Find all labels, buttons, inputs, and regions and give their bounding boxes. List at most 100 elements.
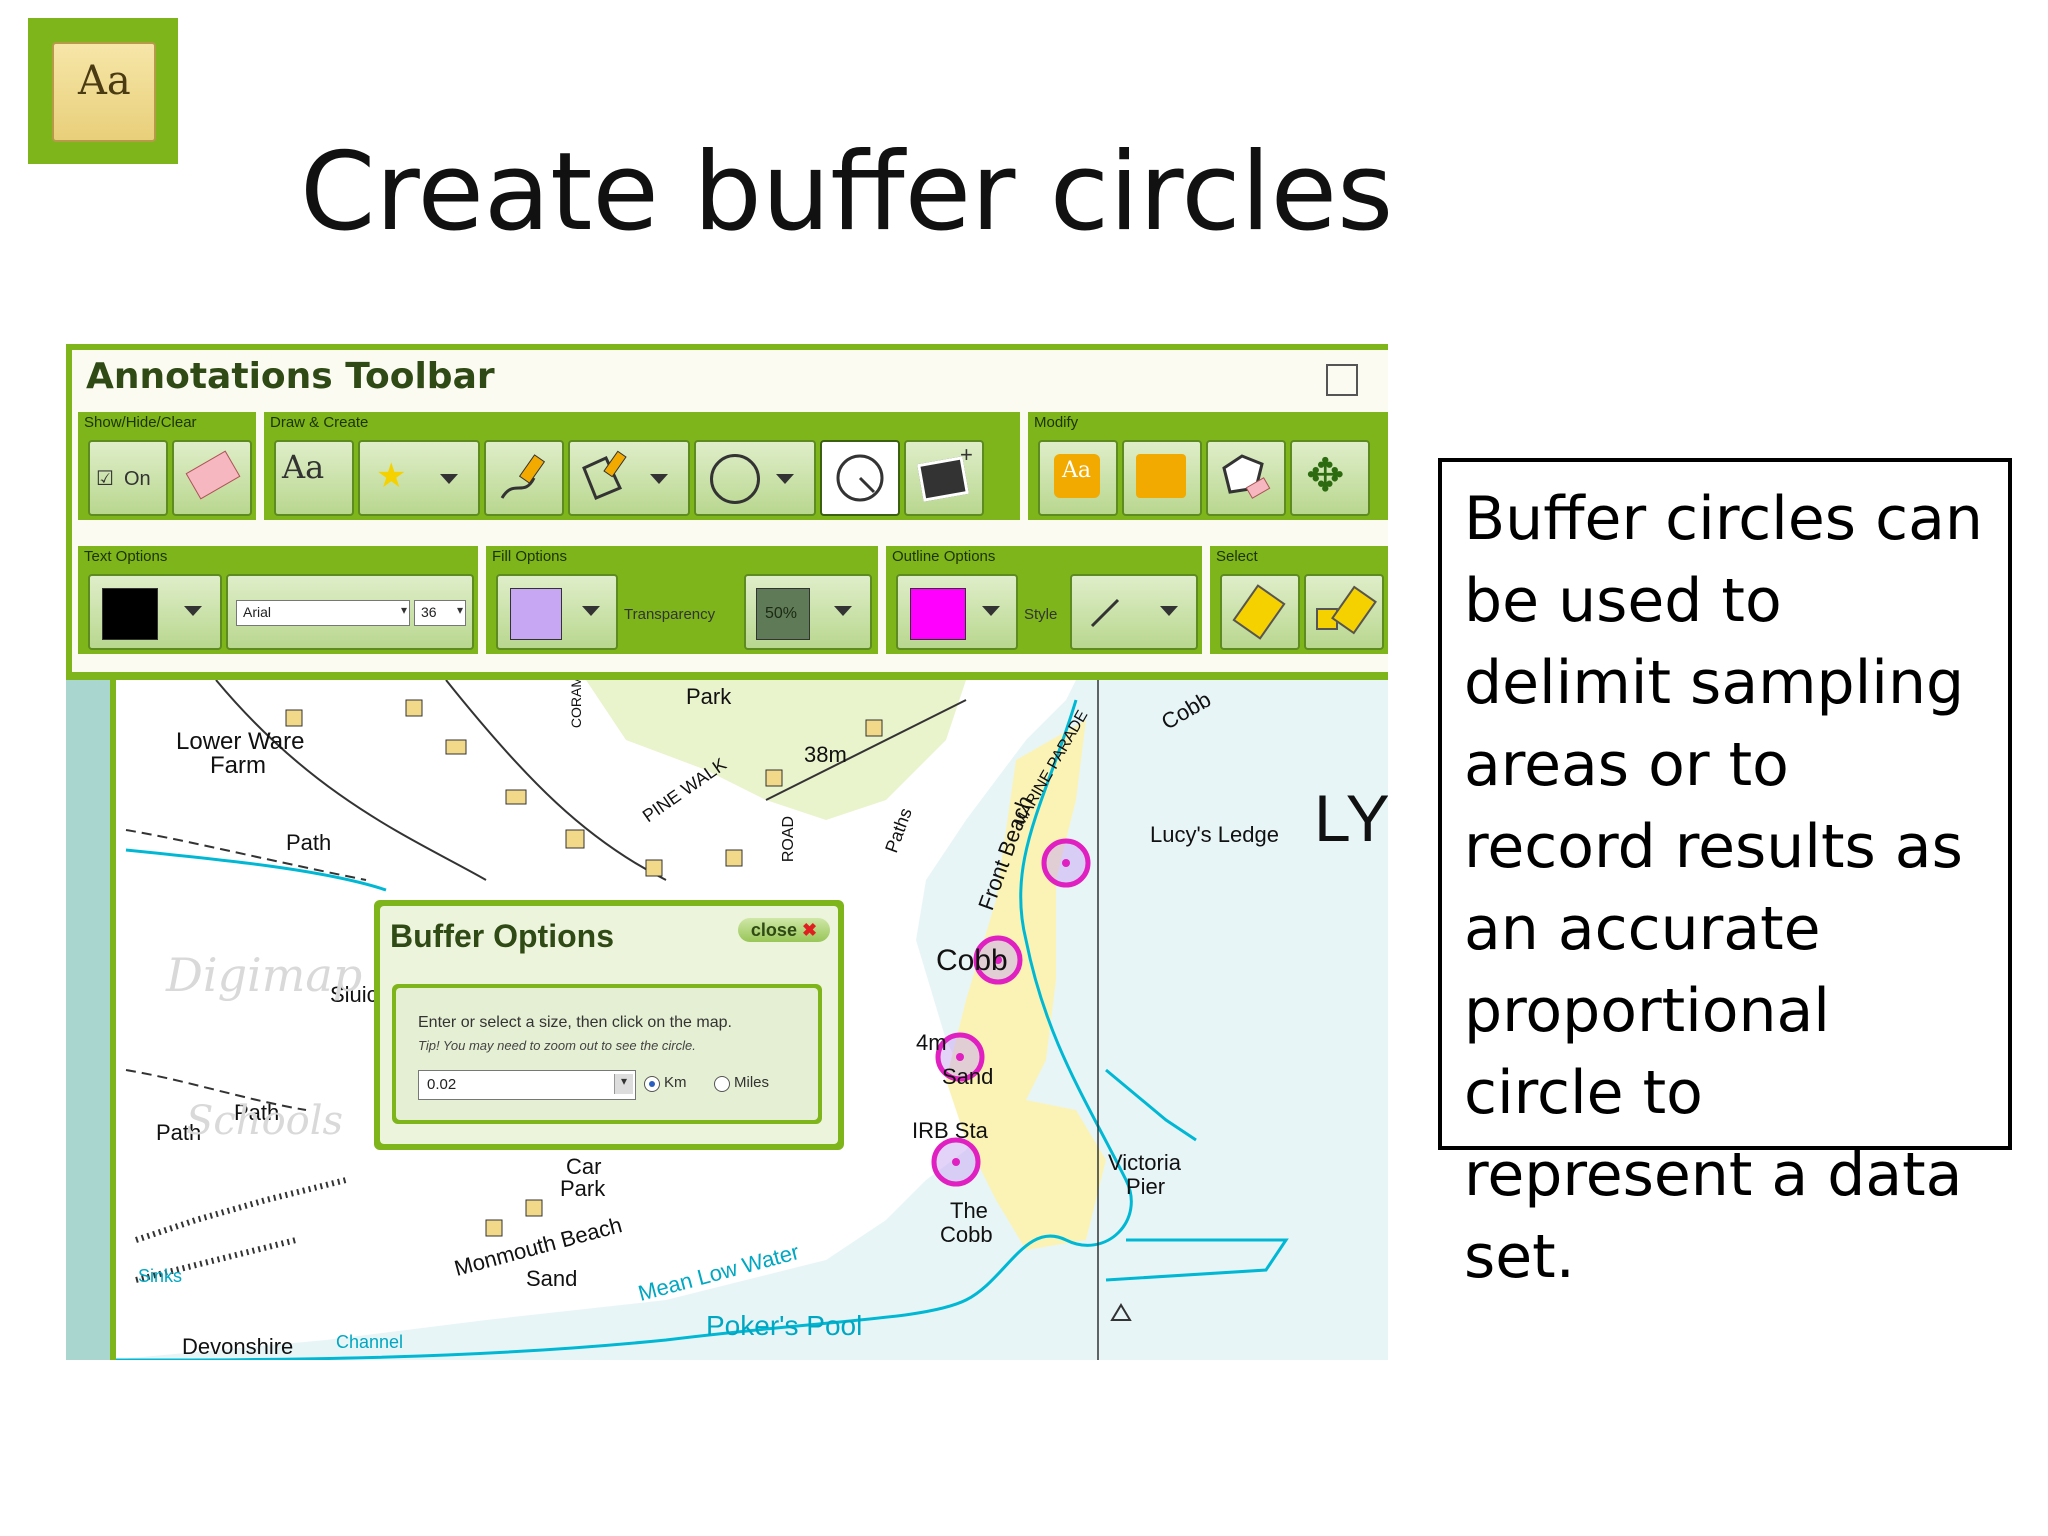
chevron-down-icon [1160, 606, 1178, 616]
description-text: Buffer circles can be used to delimit sa… [1464, 484, 1983, 1292]
draw-circle-button[interactable] [694, 440, 816, 516]
radio-selected-dot [649, 1081, 655, 1087]
fill-color-picker[interactable] [496, 574, 618, 650]
instruction-text: Enter or select a size, then click on th… [418, 1014, 732, 1031]
map-label-cobb: Cobb [940, 1222, 993, 1247]
dock-icon[interactable] [1326, 364, 1358, 396]
highlighter-icon [1232, 584, 1286, 640]
toolbar-title: Annotations Toolbar [86, 356, 495, 397]
map-label-lucys-ledge: Lucy's Ledge [1150, 822, 1279, 847]
transparency-select[interactable]: 50% [744, 574, 872, 650]
fill-color-swatch [510, 588, 562, 640]
line-style-icon [1090, 598, 1120, 628]
map-label-park: Park [686, 684, 732, 709]
modify-group: Modify Aa ✥ [1028, 412, 1388, 520]
text-tool-icon: Aa [282, 448, 325, 486]
move-button[interactable]: ✥ [1290, 440, 1370, 516]
ruler-icon [1136, 454, 1186, 498]
annotations-toolbar-panel: Annotations Toolbar Show/Hide/Clear ☑ On… [72, 350, 1388, 672]
show-annotations-toggle[interactable]: ☑ On [88, 440, 168, 516]
group-label: Fill Options [492, 548, 568, 565]
text-note-icon: Aa [1054, 454, 1100, 498]
buffer-options-form: Enter or select a size, then click on th… [396, 988, 818, 1120]
slide-text-icon: Aa [28, 18, 178, 164]
font-select[interactable]: Arial ▾ [236, 600, 410, 626]
on-label: On [124, 468, 151, 490]
map-label-channel: Channel [336, 1332, 404, 1352]
pencil-line-icon [500, 454, 546, 499]
map-watermark: Schools [186, 1098, 344, 1144]
chevron-down-icon: ▾ [614, 1074, 633, 1094]
annotations-toolbar: Annotations Toolbar Show/Hide/Clear ☑ On… [66, 344, 1388, 680]
map-label-elevation: 38m [804, 742, 847, 767]
map-label-devonshire: Devonshire [182, 1334, 294, 1359]
chevron-down-icon [184, 606, 202, 616]
buffer-options-dialog: Buffer Options close ✖ Enter or select a… [374, 900, 844, 1150]
eraser-icon [185, 450, 241, 500]
outline-style-select[interactable] [1070, 574, 1198, 650]
transparency-label: Transparency [624, 606, 716, 623]
buffer-options-body: Enter or select a size, then click on th… [392, 984, 822, 1124]
draw-polygon-button[interactable] [568, 440, 690, 516]
add-text-button[interactable]: Aa [274, 440, 354, 516]
km-radio[interactable] [644, 1076, 660, 1092]
chevron-down-icon [582, 606, 600, 616]
text-options-group: Text Options Arial ▾ 36 ▾ [78, 546, 478, 654]
close-label: close [750, 920, 797, 940]
transparency-swatch: 50% [756, 588, 810, 640]
map-label-coram: CORAM [568, 675, 585, 729]
map-label-4m: 4m [916, 1030, 947, 1055]
text-color-picker[interactable] [88, 574, 222, 650]
close-button[interactable]: close ✖ [738, 918, 830, 942]
outline-color-swatch [910, 588, 966, 640]
font-size-select[interactable]: 36 ▾ [414, 600, 466, 626]
fill-options-group: Fill Options Transparency 50% [486, 546, 878, 654]
outline-color-picker[interactable] [896, 574, 1018, 650]
map-label-path: Path [156, 1120, 202, 1145]
erase-shape-button[interactable] [1206, 440, 1286, 516]
miles-radio[interactable] [714, 1076, 730, 1092]
map-label-road: ROAD [780, 815, 798, 863]
font-size-value: 36 [421, 604, 437, 620]
buffer-size-select[interactable]: 0.02 ▾ [418, 1070, 636, 1100]
map-watermark: Digimap [166, 948, 363, 1002]
map-label-path: Path [234, 1100, 280, 1125]
font-options: Arial ▾ 36 ▾ [226, 574, 474, 650]
note-icon: Aa [52, 42, 156, 142]
group-label: Modify [1034, 414, 1079, 431]
move-arrows-icon: ✥ [1306, 449, 1345, 501]
chevron-down-icon [834, 606, 852, 616]
add-photo-button[interactable]: + [904, 440, 984, 516]
miles-label: Miles [734, 1074, 770, 1091]
map-label-pier: Pier [1126, 1174, 1166, 1199]
add-symbol-button[interactable]: ★ [358, 440, 480, 516]
map-label-car-park: Park [560, 1176, 606, 1201]
note-icon-text: Aa [78, 58, 131, 104]
digimap-screenshot: Lower Ware Farm Path Path Path Park CORA… [66, 344, 1388, 1360]
draw-create-group: Draw & Create Aa ★ [264, 412, 1020, 520]
map-label-lower-ware: Lower Ware [176, 728, 305, 755]
map-label-sinks: Sinks [138, 1266, 183, 1286]
select-single-button[interactable] [1220, 574, 1300, 650]
km-label: Km [664, 1074, 687, 1091]
map-label-farm: Farm [210, 752, 266, 779]
circle-icon [710, 454, 760, 504]
edit-text-button[interactable]: Aa [1038, 440, 1118, 516]
show-hide-clear-group: Show/Hide/Clear ☑ On [78, 412, 256, 520]
draw-line-button[interactable] [484, 440, 564, 516]
eraser-button[interactable] [172, 440, 252, 516]
map-label-sluice: Sluic [330, 982, 378, 1007]
map-label-path: Path [286, 830, 332, 855]
buffer-circle-button[interactable] [820, 440, 900, 516]
select-multiple-button[interactable] [1304, 574, 1384, 650]
style-label: Style [1024, 606, 1058, 623]
tip-text: Tip! You may need to zoom out to see the… [418, 1038, 696, 1053]
measure-button[interactable] [1122, 440, 1202, 516]
map-label-irb-sta: IRB Sta [912, 1118, 988, 1143]
star-icon: ★ [376, 457, 407, 495]
map-label-monmouth-sand: Sand [526, 1266, 578, 1291]
buffer-circles [931, 838, 1091, 1187]
polygon-icon [582, 450, 627, 500]
shape-eraser-icon [1222, 454, 1271, 499]
chevron-down-icon: ▾ [400, 603, 407, 617]
